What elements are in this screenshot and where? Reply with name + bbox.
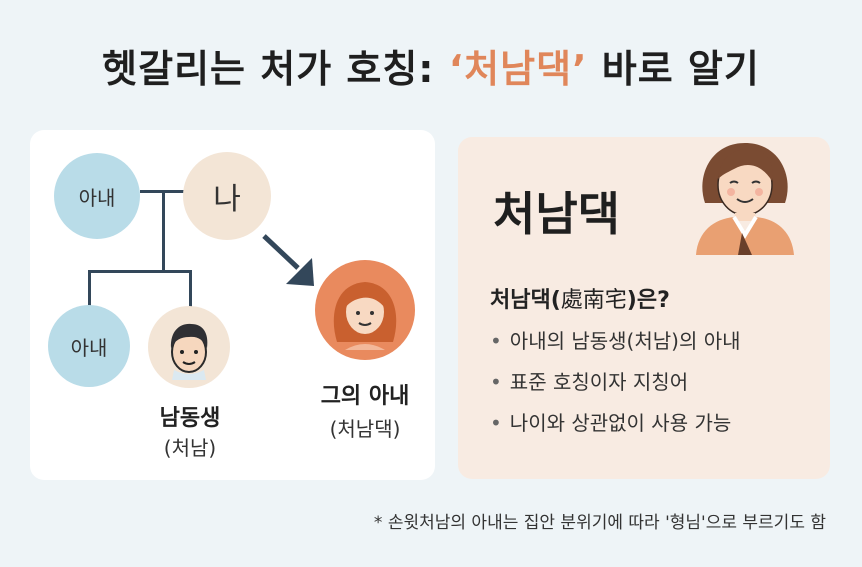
question-hanja: 處南宅 <box>560 288 627 313</box>
brother-in-law-name: 남동생 <box>159 406 221 431</box>
wife-node: 아내 <box>54 153 140 239</box>
page-title: 헷갈리는 처가 호칭: ‘처남댁’ 바로 알기 <box>0 38 862 93</box>
footnote: * 손윗처남의 아내는 집안 분위기에 따라 '형님'으로 부르기도 함 <box>373 513 826 533</box>
title-highlight: ‘처남댁’ <box>448 47 588 91</box>
question-prefix: 처남댁( <box>490 288 561 313</box>
me-node: 나 <box>183 152 271 240</box>
descent-line-vertical <box>162 190 165 272</box>
his-wife-sub: (처남댁) <box>329 417 401 441</box>
his-wife-name: 그의 아내 <box>320 384 410 409</box>
term-title: 처남댁 <box>493 187 620 241</box>
bullet-dot-icon: • <box>490 370 502 394</box>
brother-in-law-avatar <box>148 306 230 388</box>
list-item: • 표준 호칭이자 지칭어 <box>490 368 741 409</box>
list-item: • 아내의 남동생(처남)의 아내 <box>490 327 741 368</box>
sibling-line-horizontal <box>88 270 192 273</box>
wife-node-label: 아내 <box>78 185 116 210</box>
arrow-icon <box>262 234 314 286</box>
sibling-line-right <box>189 270 192 308</box>
sibling-line-left <box>88 270 91 308</box>
bullet-dot-icon: • <box>490 411 502 435</box>
wife-sibling-node-label: 아내 <box>70 335 108 360</box>
title-prefix: 헷갈리는 처가 호칭: <box>102 47 449 91</box>
bullet-text: 나이와 상관없이 사용 가능 <box>509 411 732 435</box>
his-wife-avatar <box>315 260 415 360</box>
woman-face-icon <box>333 282 397 350</box>
definition-list: • 아내의 남동생(처남)의 아내 • 표준 호칭이자 지칭어 • 나이와 상관없이 … <box>490 327 741 450</box>
me-node-label: 나 <box>213 182 241 217</box>
brother-in-law-sub: (처남) <box>163 436 217 460</box>
man-face-icon <box>170 323 208 380</box>
bullet-text: 표준 호칭이자 지칭어 <box>509 370 689 394</box>
question-suffix: )은? <box>626 288 670 313</box>
woman-hanbok-illustration <box>696 143 794 255</box>
wife-sibling-node: 아내 <box>48 305 130 387</box>
title-suffix: 바로 알기 <box>587 47 760 91</box>
definition-question: 처남댁(處南宅)은? <box>490 282 670 314</box>
list-item: • 나이와 상관없이 사용 가능 <box>490 409 741 450</box>
bullet-dot-icon: • <box>490 329 502 353</box>
bullet-text: 아내의 남동생(처남)의 아내 <box>509 329 741 353</box>
